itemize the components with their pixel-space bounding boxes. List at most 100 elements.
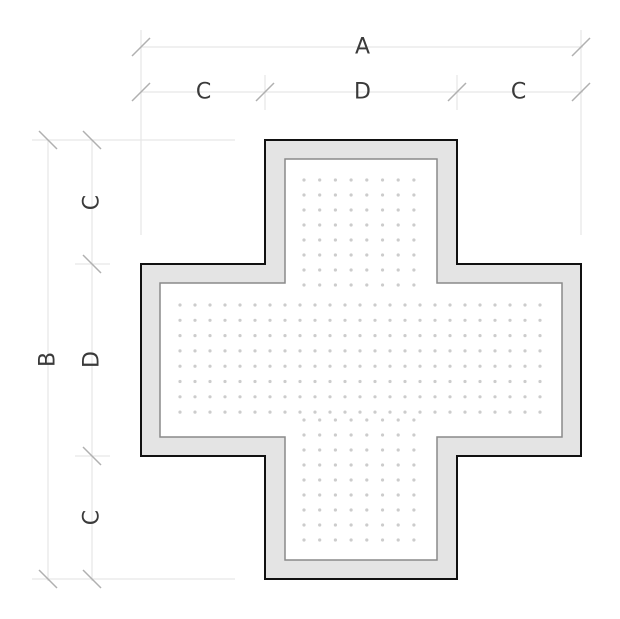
led-dot (193, 318, 197, 322)
led-dot (178, 303, 182, 307)
led-dot (208, 349, 212, 353)
led-dot (349, 463, 353, 467)
led-dot (365, 523, 369, 527)
led-dot (493, 303, 497, 307)
led-dot (318, 448, 322, 452)
led-dot (478, 395, 482, 399)
led-dot (328, 410, 332, 414)
led-dot (193, 303, 197, 307)
led-dot (523, 349, 527, 353)
led-dot (380, 283, 385, 287)
led-dot (343, 364, 347, 368)
led-dot (412, 268, 416, 272)
led-dot (493, 410, 497, 414)
led-dot (349, 493, 353, 497)
led-dot (418, 395, 422, 399)
led-dot (343, 318, 347, 322)
led-dot (396, 448, 400, 452)
led-dot (349, 448, 353, 452)
led-dot (538, 364, 542, 368)
led-dot (523, 364, 527, 368)
led-dot (208, 303, 212, 307)
led-dot (508, 349, 512, 353)
led-dot (412, 223, 416, 227)
led-dot (302, 223, 306, 227)
led-dot (418, 410, 422, 414)
led-dot (178, 334, 182, 338)
led-dot (493, 395, 497, 399)
led-dot (418, 303, 422, 307)
led-dot (253, 334, 257, 338)
led-dot (380, 268, 385, 272)
led-dot (349, 208, 353, 212)
led-dot (373, 395, 377, 399)
led-dot (208, 318, 212, 322)
led-dot (333, 268, 337, 272)
led-dot (538, 349, 542, 353)
led-dot (373, 349, 377, 353)
led-dot (343, 379, 347, 384)
led-dot (412, 178, 416, 182)
led-dot (493, 334, 497, 338)
led-dot (193, 395, 197, 399)
led-dot (268, 349, 272, 353)
led-dot (508, 318, 512, 322)
led-dot (508, 379, 512, 384)
led-dot (333, 223, 337, 227)
led-dot (538, 334, 542, 338)
led-dot (343, 395, 347, 399)
led-dot (302, 208, 306, 212)
led-dot (238, 379, 242, 384)
led-dot (448, 410, 452, 414)
dimension-label-b: B (36, 351, 61, 367)
led-dot (302, 418, 306, 422)
led-dot (349, 223, 353, 227)
led-dot (380, 493, 385, 497)
led-dot (403, 318, 407, 322)
led-dot (365, 433, 369, 437)
led-dot-grid (178, 178, 542, 542)
led-dot (333, 523, 337, 527)
led-dot (253, 379, 257, 384)
led-dot (328, 334, 332, 338)
led-dot (478, 349, 482, 353)
led-dot (298, 410, 302, 414)
led-dot (433, 318, 437, 322)
led-dot (433, 349, 437, 353)
led-dot (538, 395, 542, 399)
led-dot (412, 538, 416, 542)
led-dot (238, 318, 242, 322)
led-dot (349, 253, 353, 257)
led-dot (448, 349, 452, 353)
led-dot (313, 410, 317, 414)
led-dot (268, 334, 272, 338)
led-dot (493, 379, 497, 384)
led-dot (298, 349, 302, 353)
led-dot (463, 303, 467, 307)
led-dot (238, 303, 242, 307)
led-dot (328, 303, 332, 307)
led-dot (463, 379, 467, 384)
led-dot (349, 433, 353, 437)
led-dot (412, 208, 416, 212)
dimension-label-c-right: C (511, 80, 527, 105)
led-dot (365, 538, 369, 542)
led-dot (388, 364, 392, 368)
led-dot (358, 395, 362, 399)
led-dot (448, 379, 452, 384)
led-dot (433, 379, 437, 384)
led-dot (302, 493, 306, 497)
led-dot (253, 364, 257, 368)
led-dot (318, 208, 322, 212)
dimension-tick (82, 254, 102, 274)
led-dot (238, 410, 242, 414)
dimension-tick (255, 82, 275, 102)
led-dot (253, 395, 257, 399)
led-dot (403, 379, 407, 384)
led-dot (433, 334, 437, 338)
led-dot (349, 523, 353, 527)
dimension-tick (131, 37, 151, 57)
led-dot (318, 253, 322, 257)
led-dot (268, 303, 272, 307)
